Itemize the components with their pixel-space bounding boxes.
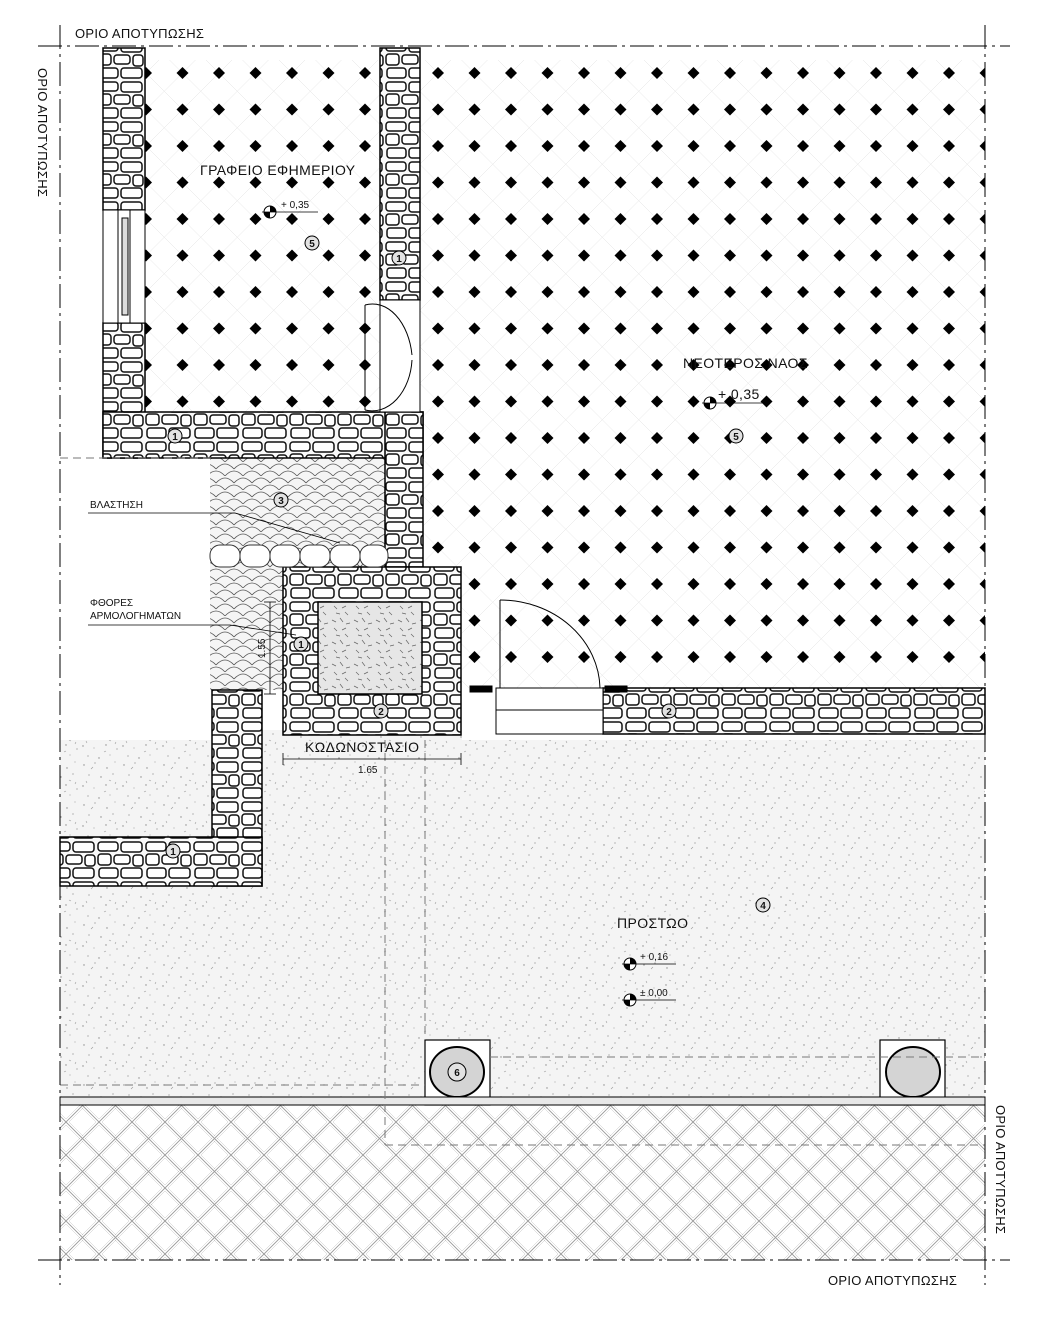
tag-5-office: 5 (309, 239, 315, 250)
office-elevation: + 0,35 (281, 200, 310, 211)
office-west-wall (102, 47, 146, 211)
tag-6-column: 6 (454, 1068, 460, 1079)
nave-elevation: + 0,35 (718, 386, 760, 402)
tag-1-office-south: 1 (172, 432, 178, 443)
vegetation-strip (209, 544, 389, 568)
office-floor (145, 60, 382, 412)
elevation-marker-street (622, 993, 676, 1007)
porch-floor (60, 740, 985, 1105)
nave-door (469, 599, 628, 735)
elevation-marker-nave (702, 396, 770, 410)
belfry-depth-dimension: 1.55 (257, 638, 268, 658)
belfry-width-dimension: 1.65 (358, 765, 378, 776)
survey-limit-label-bottom: ΟΡΙΟ ΑΠΟΤΥΠΩΣΗΣ (828, 1273, 957, 1288)
elevation-marker-office (262, 205, 318, 219)
belfry-room-label: ΚΩΔΩΝΟΣΤΑΣΙΟ (305, 739, 419, 755)
dimension-lines (264, 601, 462, 765)
belfry-interior (317, 601, 423, 695)
material-tags (165, 235, 771, 1082)
office-window (102, 209, 146, 324)
survey-limit-lines (38, 25, 1010, 1285)
nave-room-label: ΝΕΟΤΕΡΟΣ ΝΑΟΣ (683, 355, 808, 371)
tag-2-belfry: 2 (378, 707, 384, 718)
stone-walls (59, 47, 986, 887)
leader-lines (88, 512, 341, 636)
nave-south-wall (602, 687, 986, 735)
column-base-right (879, 1039, 946, 1106)
office-door (364, 299, 421, 413)
porch-elevation: + 0,16 (640, 952, 669, 963)
survey-limit-label-right: ΟΡΙΟ ΑΠΟΤΥΠΩΣΗΣ (993, 1105, 1008, 1234)
tag-1-office-east: 1 (396, 254, 402, 265)
office-south-wall (102, 411, 424, 459)
tag-1-west-wall: 1 (170, 847, 176, 858)
damage-label-line2: ΑΡΜΟΛΟΓΗΜΑΤΩΝ (90, 611, 181, 622)
damage-label-line1: ΦΘΟΡΕΣ (90, 598, 133, 609)
west-wall-horizontal (59, 836, 263, 887)
office-room-label: ΓΡΑΦΕΙΟ ΕΦΗΜΕΡΙΟΥ (200, 162, 356, 178)
nave-west-wall (384, 411, 424, 568)
material-tag-numbers: 1 1 1 1 2 2 3 4 5 5 6 (170, 239, 766, 1079)
porch-room-label: ΠΡΟΣΤΩΟ (617, 915, 688, 931)
tag-4-porch: 4 (760, 901, 766, 912)
tag-2-nave: 2 (666, 707, 672, 718)
tag-1-belfry: 1 (298, 640, 304, 651)
nave-floor (420, 60, 985, 688)
elevation-marker-porch (622, 957, 676, 971)
survey-limit-label-left: ΟΡΙΟ ΑΠΟΤΥΠΩΣΗΣ (35, 68, 50, 197)
street-paving (60, 1105, 985, 1260)
tag-5-nave: 5 (733, 432, 739, 443)
street-elevation: ± 0,00 (640, 988, 668, 999)
vegetation-label: ΒΛΑΣΤΗΣΗ (90, 500, 143, 511)
survey-limit-label-top: ΟΡΙΟ ΑΠΟΤΥΠΩΣΗΣ (75, 26, 204, 41)
tag-3-courtyard: 3 (278, 496, 284, 507)
curb (59, 1096, 986, 1106)
hidden-lines (60, 457, 985, 1146)
